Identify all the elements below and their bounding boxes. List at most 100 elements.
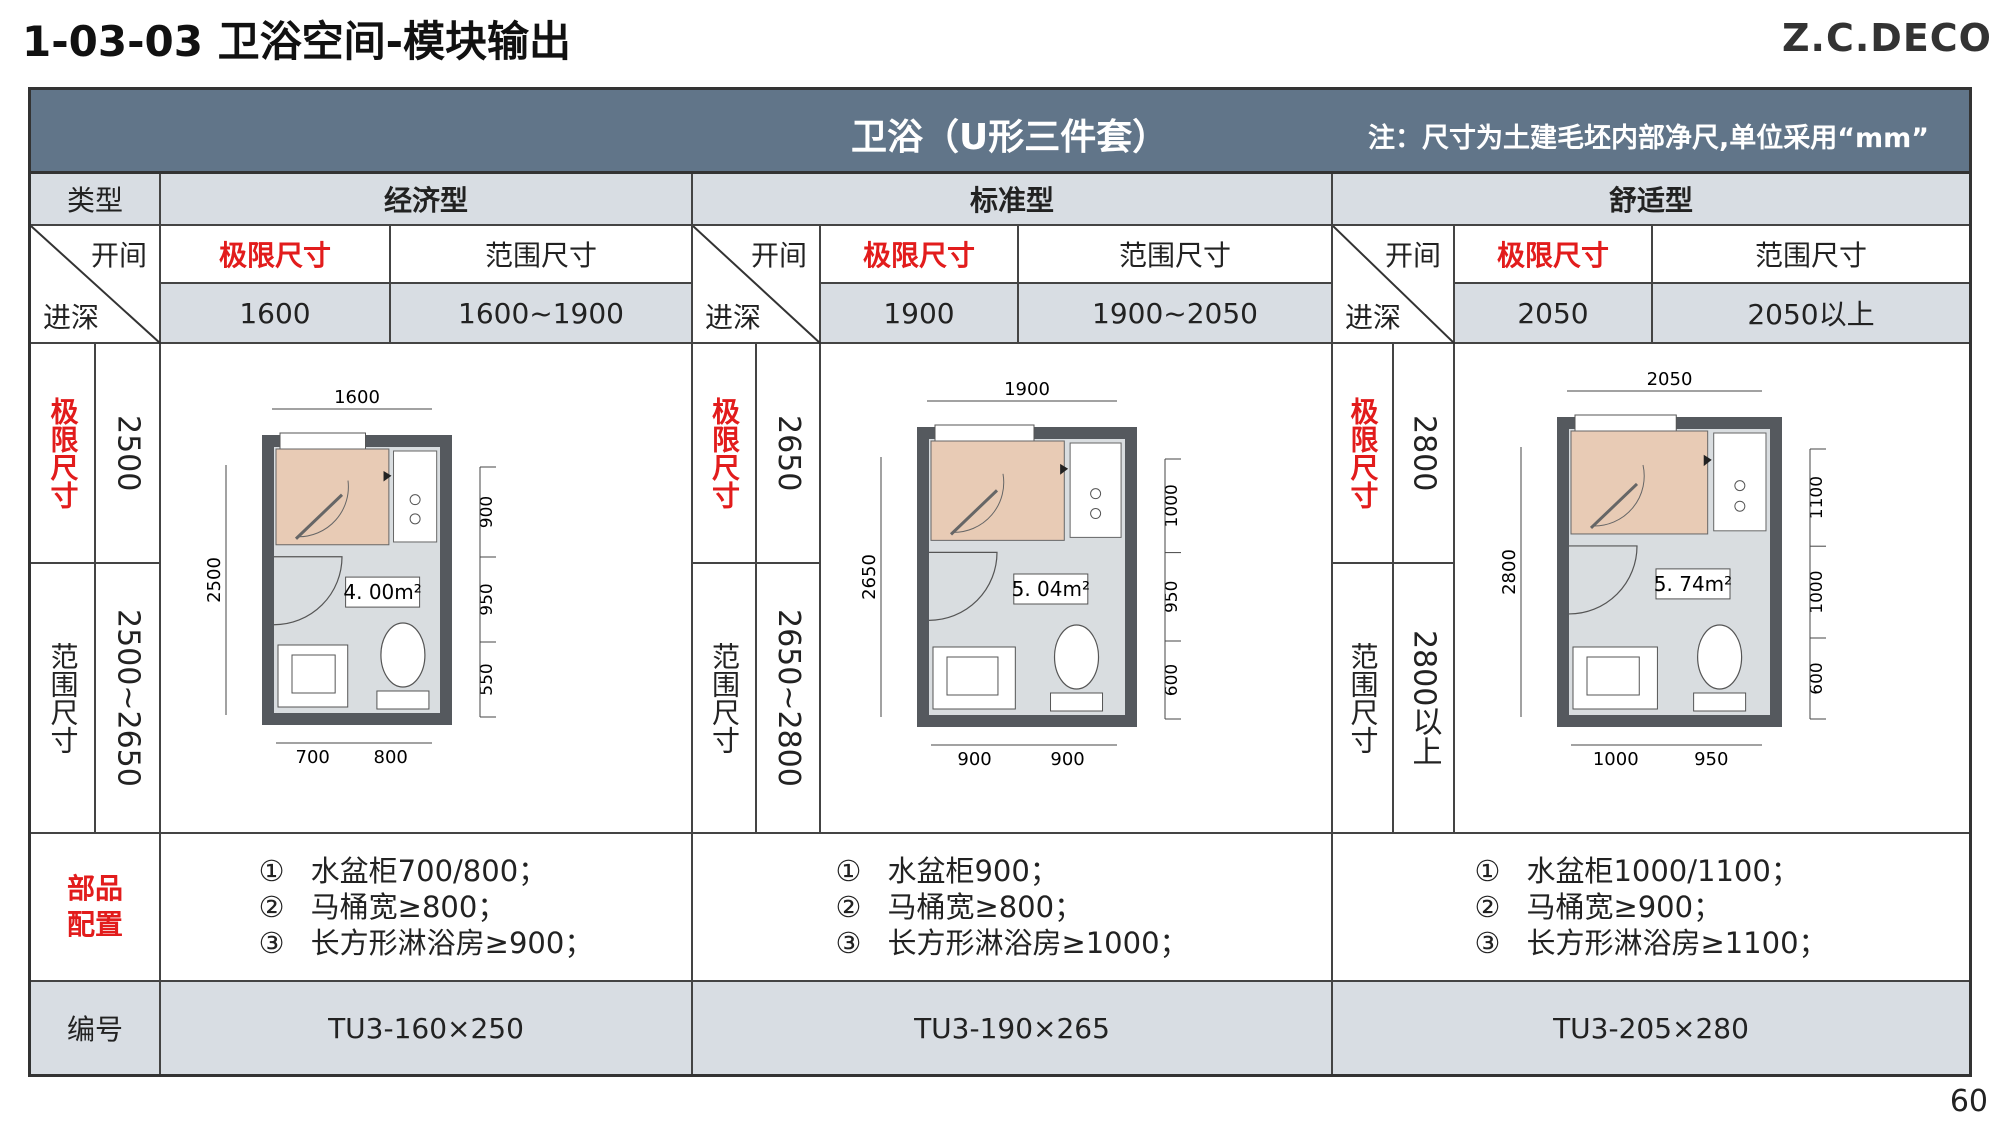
vanity [1572,646,1658,710]
shelf [393,450,438,543]
depth-limit-label: 极限尺寸 [1333,344,1394,564]
bottom-dimension: 700 [296,747,330,768]
right-dimension: 600 [1807,662,1827,694]
depth-range-value: 2650~2800 [757,564,821,834]
bottom-dimension: 900 [957,749,991,770]
top-dimension: 2050 [1647,369,1693,390]
marker: ② [1474,890,1501,924]
vanity [277,644,349,708]
width-range-value: 1600~1900 [391,284,693,344]
marker: ③ [258,926,285,960]
valve-icon [1734,480,1746,492]
window [1574,414,1677,432]
depth-label: 进深 [43,301,100,334]
right-dimension: 600 [1162,664,1182,696]
area-label: 5. 04m² [1012,577,1090,601]
left-dimension: 2800 [1499,549,1520,595]
depth-limit-label: 极限尺寸 [693,344,757,564]
basin [291,654,336,694]
valve-icon [409,494,421,506]
left-dimension: 2500 [204,557,225,603]
area-box [1013,573,1089,605]
type-standard: 标准型 [693,174,1333,226]
depth-limit-value: 2650 [757,344,821,564]
marker: ③ [835,926,862,960]
right-dimension: 950 [477,583,497,615]
width-label: 开间 [90,239,147,272]
valve-icon [409,513,421,525]
type-comfort: 舒适型 [1333,174,1969,226]
marker: ② [835,890,862,924]
depth-label: 进深 [705,301,762,334]
shower-door-arc [297,480,349,538]
shower-door-arc [1592,464,1645,527]
marker: ② [258,890,285,924]
marker: ③ [1474,926,1501,960]
range-size-label: 范围尺寸 [391,226,693,284]
toilet-tank [376,690,430,710]
depth-range-value: 2800以上 [1394,564,1455,834]
right-dimension: 1100 [1807,476,1827,519]
shower-door [1589,482,1639,530]
valve-icon [1734,500,1746,512]
depth-range-value: 2500~2650 [96,564,161,834]
width-limit-value: 1900 [821,284,1019,344]
door-swing [273,556,343,626]
top-dimension: 1600 [334,387,380,408]
table-title: 卫浴（U形三件套） [851,117,1169,158]
type-label: 类型 [31,174,161,226]
toilet-icon [1697,624,1743,690]
valve-icon [1090,508,1102,520]
right-dimension: 1000 [1162,484,1182,527]
depth-limit-value: 2800 [1394,344,1455,564]
depth-range-label: 范围尺寸 [693,564,757,834]
basin [946,656,999,696]
unit-note: 注：尺寸为土建毛坯内部净尺,单位采用“mm” [1367,123,1929,154]
width-range-value: 2050以上 [1653,284,1969,344]
table-header-bar: 卫浴（U形三件套） 注：尺寸为土建毛坯内部净尺,单位采用“mm” [31,90,1969,174]
diagonal-line [1333,226,1455,344]
bottom-dimension: 800 [374,747,408,768]
bathroom-module-table: 卫浴（U形三件套） 注：尺寸为土建毛坯内部净尺,单位采用“mm” 类型 经济型 … [28,87,1972,1077]
right-dimension: 1000 [1807,570,1827,613]
marker: ① [258,854,285,888]
toilet-tank [1693,692,1747,712]
code-comfort: TU3-205×280 [1333,982,1969,1074]
right-dimension: 950 [1162,581,1182,613]
code-standard: TU3-190×265 [693,982,1333,1074]
marker: ① [1474,854,1501,888]
marker-arrow [1060,463,1069,475]
width-depth-header-economy: 开间 进深 [31,226,161,344]
toilet-tank [1050,692,1104,712]
code-economy: TU3-160×250 [161,982,693,1074]
shower-door [949,489,999,536]
door-swing [1568,545,1638,615]
bottom-dimension: 900 [1050,749,1084,770]
bottom-dimension: 950 [1694,749,1728,770]
shower-area [930,440,1065,541]
area-label: 5. 74m² [1654,572,1732,596]
limit-size-label: 极限尺寸 [1455,226,1653,284]
width-label: 开间 [750,239,807,272]
bottom-dimension: 1000 [1593,749,1639,770]
marker-arrow [383,470,392,482]
toilet-icon [1053,624,1100,690]
vanity [932,646,1016,710]
depth-range-label: 范围尺寸 [1333,564,1394,834]
floor-plan-drawing: 5. 74m² 2050 2800 1100 1000 600 1000 950 [1499,369,1827,770]
